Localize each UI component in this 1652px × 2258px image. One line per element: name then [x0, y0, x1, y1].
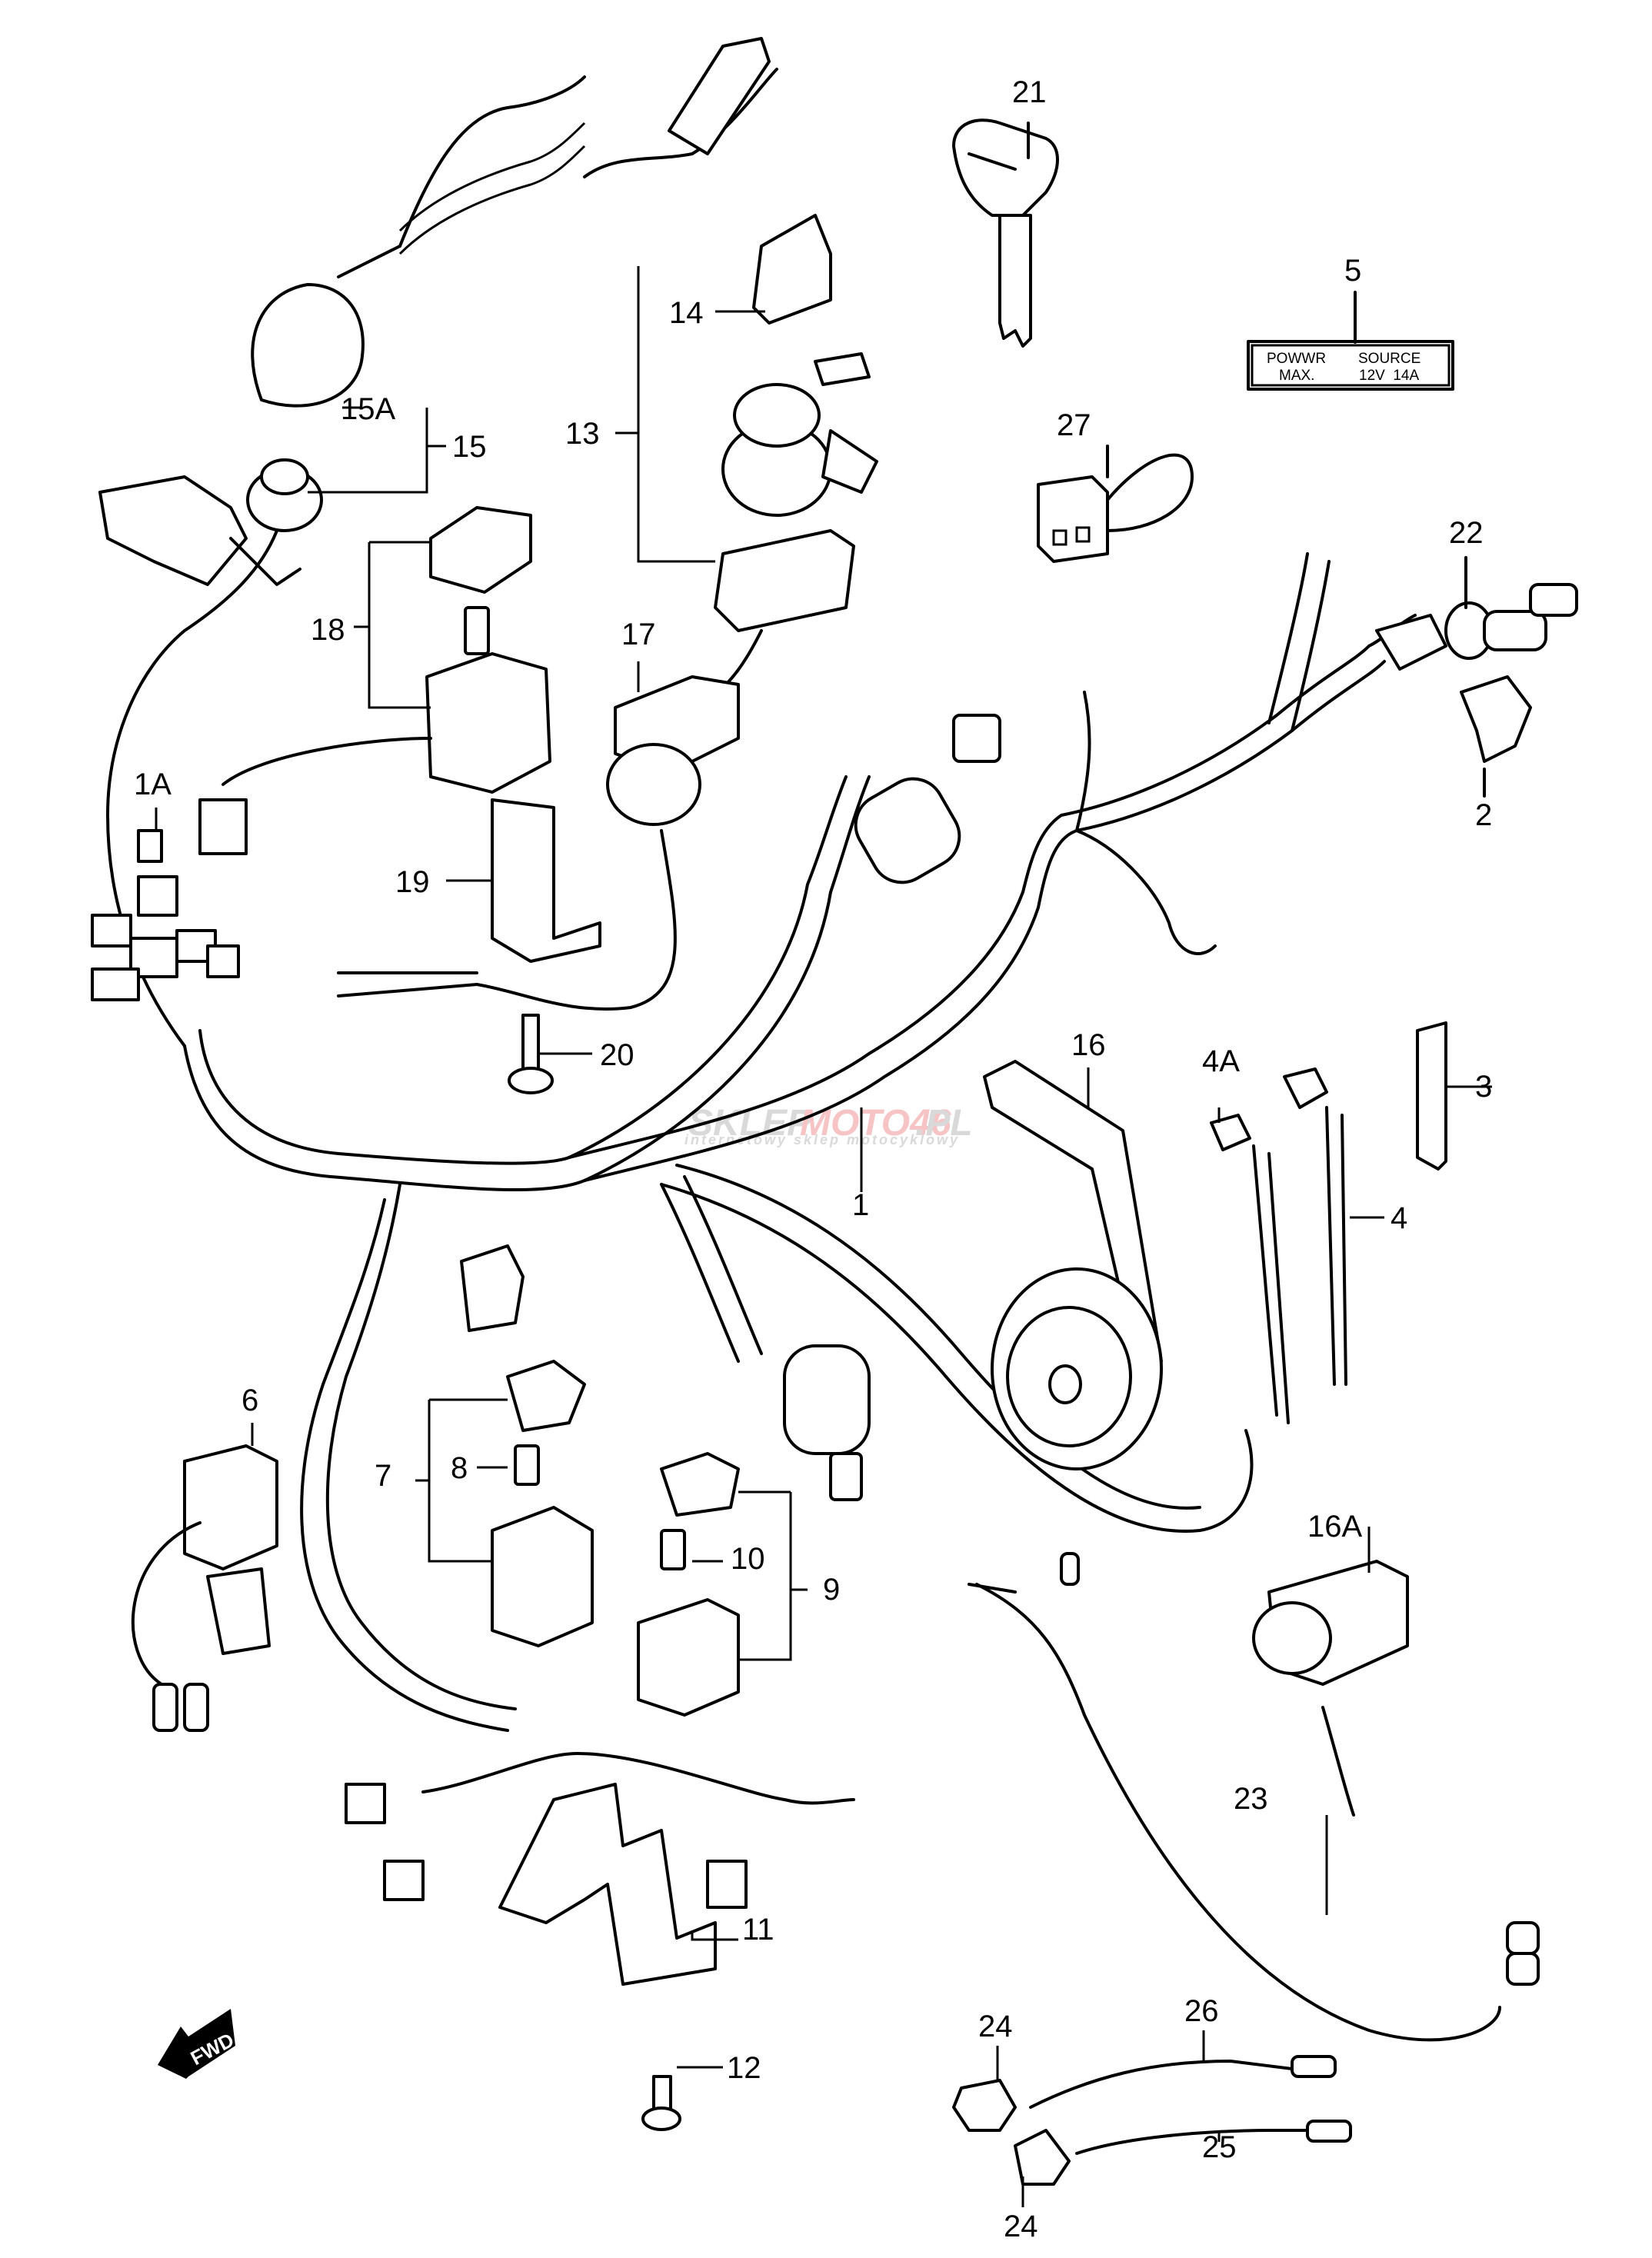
plate-text-max: MAX. — [1279, 368, 1314, 384]
power-source-plate: POWWR SOURCE MAX. 12V 14A — [1247, 340, 1454, 391]
callout-15[interactable]: 15 — [452, 430, 487, 464]
callout-1A[interactable]: 1A — [134, 768, 172, 801]
callout-4[interactable]: 4 — [1391, 1201, 1407, 1235]
callout-16[interactable]: 16 — [1071, 1028, 1106, 1062]
ignition-coil — [783, 714, 1001, 1501]
callout-labels: 21 5 27 22 2 14 13 15A 15 18 17 1A 19 20… — [134, 75, 1492, 2243]
callout-23[interactable]: 23 — [1234, 1782, 1268, 1816]
coil-spring — [398, 122, 586, 255]
plate-text-powwr: POWWR — [1267, 351, 1326, 367]
callout-15A[interactable]: 15A — [341, 392, 395, 426]
lead-wires-small — [952, 2055, 1352, 2186]
callout-12[interactable]: 12 — [727, 2051, 761, 2085]
callout-18[interactable]: 18 — [311, 613, 345, 647]
callout-2[interactable]: 2 — [1475, 798, 1492, 832]
callout-25[interactable]: 25 — [1202, 2130, 1237, 2164]
callout-5[interactable]: 5 — [1344, 254, 1361, 288]
leader-lines — [155, 122, 1492, 2207]
callout-27[interactable]: 27 — [1057, 408, 1091, 442]
callout-7[interactable]: 7 — [375, 1459, 391, 1493]
forward-arrow-icon: FWD — [158, 2009, 238, 2079]
ignition-switch — [706, 214, 878, 701]
switch-16a — [1252, 1560, 1409, 1817]
lanyard-switch — [98, 37, 778, 586]
callout-17[interactable]: 17 — [621, 618, 656, 651]
callout-8[interactable]: 8 — [451, 1451, 468, 1485]
connector-27 — [1037, 453, 1194, 563]
relay-7 — [491, 1360, 594, 1647]
callout-21[interactable]: 21 — [1012, 75, 1047, 109]
connector-mid — [460, 1244, 525, 1332]
callout-11[interactable]: 11 — [742, 1913, 774, 1947]
relay-9 — [637, 1452, 740, 1717]
fuse-connector-cluster — [91, 829, 240, 1001]
callout-10[interactable]: 10 — [731, 1542, 765, 1576]
callout-6[interactable]: 6 — [241, 1384, 258, 1417]
plate-text-rating: 12V 14A — [1359, 368, 1419, 384]
bracket-11 — [345, 1752, 855, 2131]
callout-1[interactable]: 1 — [852, 1188, 869, 1222]
callout-9[interactable]: 9 — [823, 1573, 840, 1607]
callout-13[interactable]: 13 — [565, 417, 600, 451]
callout-4A[interactable]: 4A — [1202, 1044, 1240, 1078]
key — [952, 118, 1059, 348]
lead-wire-23 — [968, 1552, 1540, 2042]
callout-22[interactable]: 22 — [1449, 516, 1484, 550]
wiring-harness — [106, 529, 1417, 1732]
callout-24-top[interactable]: 24 — [978, 2010, 1013, 2043]
callout-16A[interactable]: 16A — [1307, 1510, 1362, 1544]
plate-text-source: SOURCE — [1358, 351, 1421, 367]
relay-6 — [131, 1444, 278, 1732]
callout-14[interactable]: 14 — [669, 296, 704, 330]
callout-20[interactable]: 20 — [600, 1038, 634, 1072]
relay-18 — [198, 506, 551, 855]
callout-3[interactable]: 3 — [1475, 1070, 1492, 1104]
callout-24-bottom[interactable]: 24 — [1004, 2210, 1038, 2243]
horn — [983, 1060, 1163, 1470]
watermark-brand-c: .PL — [915, 1103, 973, 1144]
switch-17 — [337, 675, 740, 1094]
callout-26[interactable]: 26 — [1184, 1994, 1219, 2028]
cable-ties — [1210, 1021, 1447, 1424]
callout-19[interactable]: 19 — [395, 865, 430, 899]
accessory-socket — [1375, 583, 1578, 763]
